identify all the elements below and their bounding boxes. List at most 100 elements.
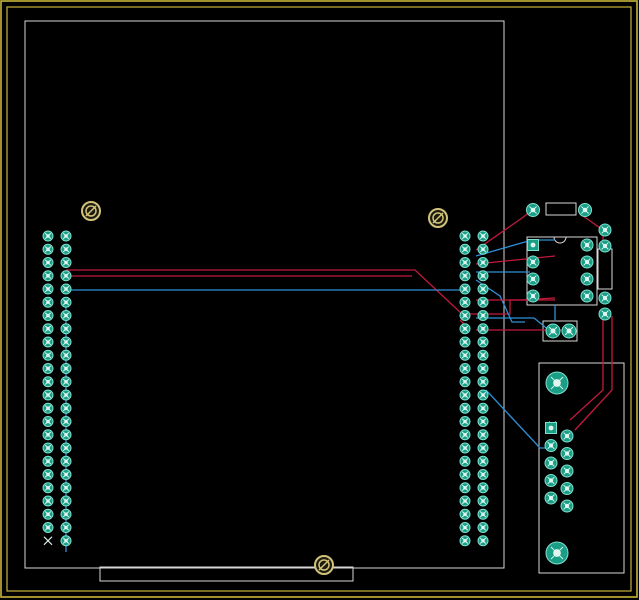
left-header-pad[interactable]: [60, 508, 72, 520]
connector-pin[interactable]: [544, 474, 558, 487]
left-header-pad[interactable]: [42, 442, 54, 454]
right-header-pad[interactable]: [477, 243, 489, 255]
right-header-pad[interactable]: [459, 376, 471, 388]
left-header-pad[interactable]: [60, 455, 72, 467]
left-header-pad[interactable]: [60, 270, 72, 282]
ic-pin-1[interactable]: [527, 239, 539, 251]
left-header-pad[interactable]: [42, 363, 54, 374]
right-header-pad[interactable]: [459, 495, 471, 507]
right-header-pad[interactable]: [477, 455, 489, 467]
resistor-r1-pad[interactable]: [526, 203, 540, 217]
left-header-pad[interactable]: [42, 243, 54, 255]
ic-pin[interactable]: [526, 272, 540, 286]
right-header-pad[interactable]: [477, 495, 489, 507]
ic-pin[interactable]: [526, 289, 540, 303]
left-header-pad[interactable]: [42, 349, 54, 361]
right-header-pad[interactable]: [459, 442, 471, 454]
left-header-pad[interactable]: [60, 296, 72, 308]
left-header-pad[interactable]: [60, 336, 72, 348]
connector-pin[interactable]: [544, 456, 558, 470]
right-header-pad[interactable]: [459, 243, 471, 255]
left-header-pad[interactable]: [42, 310, 54, 321]
right-header-pad[interactable]: [459, 230, 471, 242]
ic-pin[interactable]: [526, 255, 540, 269]
ic-pin[interactable]: [580, 289, 594, 303]
right-header-pad[interactable]: [459, 429, 471, 441]
right-header-pad[interactable]: [477, 508, 489, 520]
connector-pin[interactable]: [544, 491, 558, 505]
resistor-r1-pad[interactable]: [578, 203, 592, 217]
right-header-pad[interactable]: [477, 230, 489, 242]
right-header-pad[interactable]: [477, 429, 489, 441]
right-header-pad[interactable]: [459, 283, 471, 295]
left-header-pin-marker[interactable]: [43, 536, 53, 546]
connector-pin[interactable]: [544, 439, 558, 452]
connector-pin[interactable]: [560, 482, 574, 495]
left-header-pad[interactable]: [60, 495, 72, 507]
connector-pin[interactable]: [560, 429, 574, 443]
left-header-pad[interactable]: [42, 455, 54, 467]
right-header-pad[interactable]: [459, 522, 471, 533]
left-header-pad[interactable]: [42, 482, 54, 494]
right-header-pad[interactable]: [477, 522, 489, 533]
left-header-pad[interactable]: [42, 323, 54, 335]
left-header-pad[interactable]: [60, 376, 72, 388]
resistor-r2-pad[interactable]: [598, 223, 612, 237]
right-header-pad[interactable]: [477, 482, 489, 494]
left-header-pad[interactable]: [60, 522, 72, 533]
left-header-pad[interactable]: [60, 243, 72, 255]
right-header-pad[interactable]: [459, 402, 471, 414]
left-header-pad[interactable]: [60, 416, 72, 427]
mounting-hole-top-right[interactable]: [428, 208, 448, 228]
left-header-pad[interactable]: [60, 535, 72, 547]
left-header-pad[interactable]: [60, 323, 72, 335]
connector-mount-pad-bottom[interactable]: [545, 541, 569, 565]
right-header-pad[interactable]: [459, 469, 471, 480]
right-header-pad[interactable]: [459, 363, 471, 374]
right-header-pad[interactable]: [477, 257, 489, 268]
connector-pin[interactable]: [560, 464, 574, 478]
right-header-pad[interactable]: [477, 270, 489, 282]
left-header-pad[interactable]: [42, 296, 54, 308]
connector-mount-pad-top[interactable]: [545, 371, 569, 395]
left-header-pad[interactable]: [60, 469, 72, 480]
left-header-pad[interactable]: [42, 429, 54, 441]
left-header-pad[interactable]: [42, 230, 54, 242]
right-header-pad[interactable]: [477, 416, 489, 427]
right-header-pad[interactable]: [459, 310, 471, 321]
left-header-pad[interactable]: [60, 482, 72, 494]
right-header-pad[interactable]: [477, 349, 489, 361]
right-header-pad[interactable]: [477, 310, 489, 321]
right-header-pad[interactable]: [459, 482, 471, 494]
right-header-pad[interactable]: [477, 323, 489, 335]
right-header-pad[interactable]: [459, 535, 471, 547]
right-header-pad[interactable]: [477, 283, 489, 295]
left-header-pad[interactable]: [60, 429, 72, 441]
ic-pin[interactable]: [580, 272, 594, 286]
right-header-pad[interactable]: [477, 363, 489, 374]
right-header-pad[interactable]: [459, 416, 471, 427]
left-header-pad[interactable]: [42, 495, 54, 507]
left-header-pad[interactable]: [60, 363, 72, 374]
right-header-pad[interactable]: [477, 296, 489, 308]
right-header-pad[interactable]: [477, 376, 489, 388]
resistor-r2-pad[interactable]: [598, 239, 612, 253]
left-header-pad[interactable]: [42, 389, 54, 401]
right-header-pad[interactable]: [459, 389, 471, 401]
left-header-pad[interactable]: [42, 508, 54, 520]
left-header-pad[interactable]: [42, 416, 54, 427]
right-header-pad[interactable]: [459, 257, 471, 268]
left-header-pad[interactable]: [42, 402, 54, 414]
connector-pin-1[interactable]: [545, 422, 557, 434]
resistor-r2-pad[interactable]: [598, 291, 612, 305]
left-header-pad[interactable]: [42, 376, 54, 388]
left-header-pad[interactable]: [60, 389, 72, 401]
right-header-pad[interactable]: [477, 389, 489, 401]
right-header-pad[interactable]: [459, 336, 471, 348]
left-header-pad[interactable]: [60, 402, 72, 414]
left-header-pad[interactable]: [42, 270, 54, 282]
right-header-pad[interactable]: [459, 349, 471, 361]
left-header-pad[interactable]: [42, 336, 54, 348]
right-header-pad[interactable]: [477, 469, 489, 480]
right-header-pad[interactable]: [459, 455, 471, 467]
